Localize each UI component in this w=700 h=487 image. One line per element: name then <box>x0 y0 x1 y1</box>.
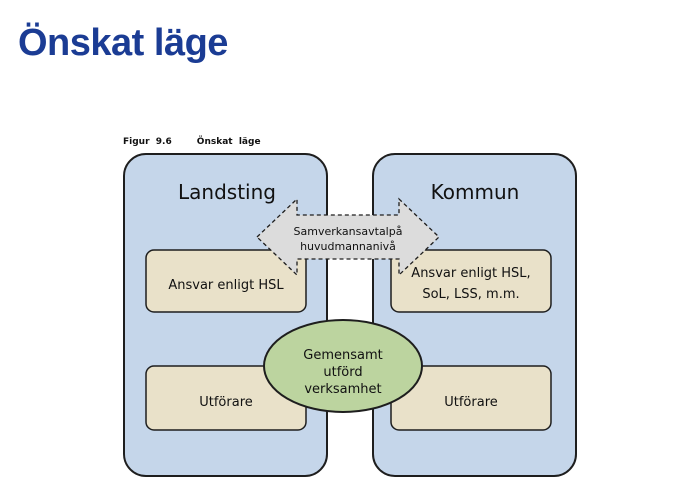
kommun-responsibility-line1: Ansvar enligt HSL, <box>411 266 530 281</box>
agreement-label-line2: huvudmannanivå <box>300 240 396 253</box>
kommun-responsibility-line2: SoL, LSS, m.m. <box>422 287 519 302</box>
agreement-label-line1: Samverkansavtalpå <box>294 225 403 238</box>
agreement-double-arrow <box>256 197 440 277</box>
landsting-responsibility-box <box>145 249 307 313</box>
shared-operations-line2: utförd <box>323 365 362 380</box>
shared-operations-line1: Gemensamt <box>303 348 382 363</box>
shared-operations-line3: verksamhet <box>304 382 381 397</box>
landsting-responsibility-label: Ansvar enligt HSL <box>168 278 284 293</box>
kommun-provider-label: Utförare <box>444 395 498 410</box>
slide-title: Önskat läge <box>18 22 228 64</box>
kommun-title: Kommun <box>431 180 520 204</box>
kommun-responsibility-box <box>390 249 552 313</box>
shared-operations-ellipse <box>263 319 423 413</box>
landsting-provider-label: Utförare <box>199 395 253 410</box>
landsting-title: Landsting <box>178 180 276 204</box>
figure-caption: Figur 9.6 Önskat läge <box>123 137 261 147</box>
